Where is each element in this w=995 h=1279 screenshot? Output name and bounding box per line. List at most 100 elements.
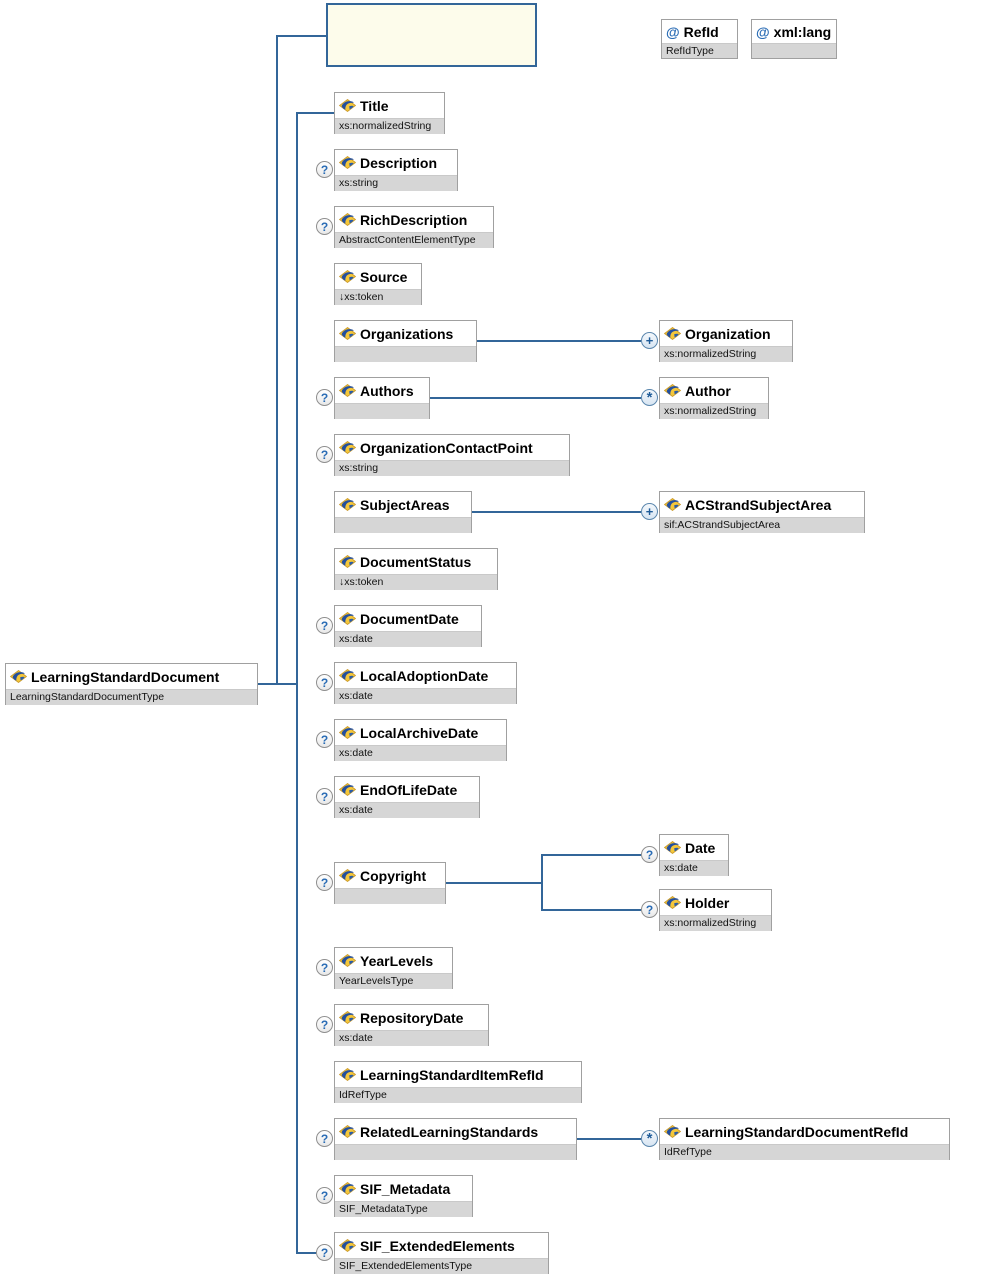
element-name: Holder — [685, 894, 730, 911]
element-icon — [339, 99, 356, 112]
optional-indicator: ? — [316, 1016, 333, 1033]
element-box-organizations[interactable]: Organizations — [334, 320, 477, 362]
element-icon — [339, 726, 356, 739]
element-name: YearLevels — [360, 952, 434, 969]
element-name: DocumentDate — [360, 610, 459, 627]
element-name: RepositoryDate — [360, 1009, 464, 1026]
element-box-authors[interactable]: Authors — [334, 377, 430, 419]
element-name: LearningStandardDocumentRefId — [685, 1123, 909, 1140]
element-box-localarchivedate[interactable]: LocalArchiveDate xs:date — [334, 719, 507, 761]
optional-indicator: ? — [316, 218, 333, 235]
element-name: Author — [685, 382, 731, 399]
element-type: SIF_MetadataType — [335, 1201, 472, 1217]
element-box-organization[interactable]: Organization xs:normalizedString — [659, 320, 793, 362]
optional-indicator: ? — [641, 846, 658, 863]
element-box-source[interactable]: Source ↓xs:token — [334, 263, 422, 305]
element-icon — [339, 1068, 356, 1081]
element-box-author[interactable]: Author xs:normalizedString — [659, 377, 769, 419]
element-icon — [339, 1011, 356, 1024]
element-icon — [339, 1182, 356, 1195]
element-box-repositorydate[interactable]: RepositoryDate xs:date — [334, 1004, 489, 1046]
element-type: ↓xs:token — [335, 574, 497, 590]
attribute-box-refid[interactable]: @RefId RefIdType — [661, 19, 738, 59]
element-icon — [339, 498, 356, 511]
element-type: xs:normalizedString — [335, 118, 444, 134]
element-type: xs:normalizedString — [660, 346, 792, 362]
element-icon — [339, 213, 356, 226]
element-box-learningstandarddocument[interactable]: LearningStandardDocument LearningStandar… — [5, 663, 258, 705]
element-name: Copyright — [360, 867, 427, 884]
element-box-endoflifedate[interactable]: EndOfLifeDate xs:date — [334, 776, 480, 818]
zero-or-more-indicator: * — [641, 1130, 658, 1147]
element-name: Authors — [360, 382, 414, 399]
attribute-type: RefIdType — [662, 43, 737, 58]
element-icon — [339, 270, 356, 283]
element-box-documentdate[interactable]: DocumentDate xs:date — [334, 605, 482, 647]
element-box-sif-extendedelements[interactable]: SIF_ExtendedElements SIF_ExtendedElement… — [334, 1232, 549, 1274]
element-name: LearningStandardDocument — [31, 668, 220, 685]
element-type: xs:string — [335, 175, 457, 191]
optional-indicator: ? — [316, 788, 333, 805]
attribute-name-row: @xml:lang — [752, 20, 836, 43]
one-or-more-indicator: + — [641, 332, 658, 349]
optional-indicator: ? — [641, 901, 658, 918]
element-name: RichDescription — [360, 211, 468, 228]
element-box-description[interactable]: Description xs:string — [334, 149, 458, 191]
element-icon — [339, 612, 356, 625]
element-box-documentstatus[interactable]: DocumentStatus ↓xs:token — [334, 548, 498, 590]
element-icon — [664, 1125, 681, 1138]
element-box-subjectareas[interactable]: SubjectAreas — [334, 491, 472, 533]
element-box-title[interactable]: Title xs:normalizedString — [334, 92, 445, 134]
element-icon — [339, 783, 356, 796]
element-name: SIF_ExtendedElements — [360, 1237, 515, 1254]
element-box-acstrandsubjectarea[interactable]: ACStrandSubjectArea sif:ACStrandSubjectA… — [659, 491, 865, 533]
attribute-name-row: @RefId — [662, 20, 737, 43]
attributes-group: @RefId RefIdType @xml:lang — [326, 3, 837, 67]
optional-indicator: ? — [316, 731, 333, 748]
element-icon — [664, 498, 681, 511]
connector-children-trunk — [296, 112, 334, 1254]
element-type: xs:date — [335, 745, 506, 761]
element-box-organizationcontactpoint[interactable]: OrganizationContactPoint xs:string — [334, 434, 570, 476]
optional-indicator: ? — [316, 1187, 333, 1204]
element-type: xs:date — [335, 1030, 488, 1046]
element-box-copyright-date[interactable]: Date xs:date — [659, 834, 729, 876]
element-box-sif-metadata[interactable]: SIF_Metadata SIF_MetadataType — [334, 1175, 473, 1217]
optional-indicator: ? — [316, 617, 333, 634]
element-type: LearningStandardDocumentType — [6, 689, 257, 705]
element-name: SubjectAreas — [360, 496, 450, 513]
element-name: RelatedLearningStandards — [360, 1123, 539, 1140]
element-icon — [339, 1239, 356, 1252]
element-box-learningstandarditemrefid[interactable]: LearningStandardItemRefId IdRefType — [334, 1061, 582, 1103]
attribute-name: RefId — [683, 23, 719, 40]
attribute-at-icon: @ — [756, 23, 770, 40]
element-icon — [664, 841, 681, 854]
element-icon — [339, 441, 356, 454]
element-type — [335, 888, 445, 904]
element-name: Source — [360, 268, 408, 285]
element-type — [335, 1144, 576, 1160]
element-box-copyright-holder[interactable]: Holder xs:normalizedString — [659, 889, 772, 931]
element-type: SIF_ExtendedElementsType — [335, 1258, 548, 1274]
element-box-copyright[interactable]: Copyright — [334, 862, 446, 904]
element-name: Date — [685, 839, 716, 856]
element-box-relatedlearningstandards[interactable]: RelatedLearningStandards — [334, 1118, 577, 1160]
attribute-name: xml:lang — [773, 23, 832, 40]
element-icon — [10, 670, 27, 683]
element-name: LocalAdoptionDate — [360, 667, 489, 684]
connector-copyright — [446, 854, 641, 911]
zero-or-more-indicator: * — [641, 389, 658, 406]
optional-indicator: ? — [316, 446, 333, 463]
element-name: DocumentStatus — [360, 553, 472, 570]
element-box-learningstandarddocumentrefid[interactable]: LearningStandardDocumentRefId IdRefType — [659, 1118, 950, 1160]
element-icon — [664, 384, 681, 397]
element-box-richdescription[interactable]: RichDescription AbstractContentElementTy… — [334, 206, 494, 248]
element-type — [335, 517, 471, 533]
attribute-box-xml-lang[interactable]: @xml:lang — [751, 19, 837, 59]
element-name: Organizations — [360, 325, 454, 342]
element-box-localadoptiondate[interactable]: LocalAdoptionDate xs:date — [334, 662, 517, 704]
element-box-yearlevels[interactable]: YearLevels YearLevelsType — [334, 947, 453, 989]
element-icon — [339, 869, 356, 882]
element-type: xs:normalizedString — [660, 915, 771, 931]
